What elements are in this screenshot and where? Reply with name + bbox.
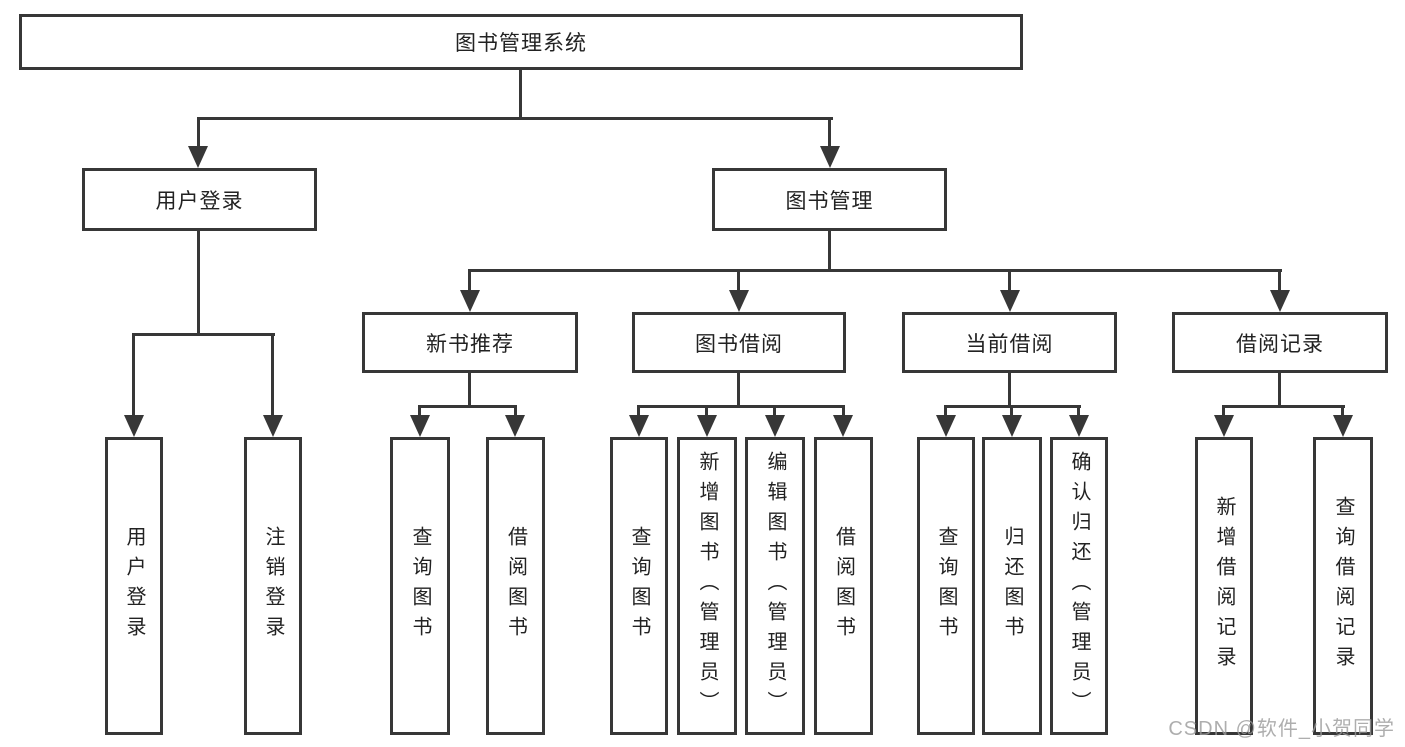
arrowhead-down-icon <box>697 415 717 437</box>
connector-line <box>514 405 517 417</box>
leaf-borrow-query-books: 查询图书 <box>610 437 668 735</box>
connector-line <box>1341 405 1344 417</box>
node-book-borrow: 图书借阅 <box>632 312 846 373</box>
leaf-current-query-books: 查询图书 <box>917 437 975 735</box>
node-new-book-recommend-label: 新书推荐 <box>426 332 514 356</box>
arrowhead-down-icon <box>820 146 840 168</box>
connector-line <box>197 117 200 147</box>
node-root: 图书管理系统 <box>19 14 1023 70</box>
arrowhead-down-icon <box>1002 415 1022 437</box>
arrowhead-down-icon <box>1000 290 1020 312</box>
node-book-management-label: 图书管理 <box>785 189 874 213</box>
arrowhead-down-icon <box>729 290 749 312</box>
leaf-borrow-borrow-books-label: 借阅图书 <box>832 526 855 646</box>
connector-line <box>637 405 845 408</box>
leaf-current-confirm-return-admin-label: 确认归还（管理员） <box>1068 451 1090 721</box>
arrowhead-down-icon <box>460 290 480 312</box>
connector-line <box>468 269 1282 272</box>
connector-line <box>1008 269 1011 292</box>
node-book-management: 图书管理 <box>712 168 947 231</box>
connector-line <box>1008 373 1011 407</box>
node-current-borrow: 当前借阅 <box>902 312 1117 373</box>
leaf-records-query-record: 查询借阅记录 <box>1313 437 1373 735</box>
leaf-borrow-edit-books-admin-label: 编辑图书（管理员） <box>764 451 786 721</box>
leaf-newrec-borrow-books: 借阅图书 <box>486 437 545 735</box>
leaf-logout: 注销登录 <box>244 437 302 735</box>
connector-line <box>132 333 275 336</box>
arrowhead-down-icon <box>833 415 853 437</box>
connector-line <box>418 405 421 417</box>
connector-line <box>1077 405 1080 417</box>
node-user-login-label: 用户登录 <box>155 189 244 213</box>
leaf-newrec-query-books-label: 查询图书 <box>409 526 431 646</box>
node-root-label: 图书管理系统 <box>455 32 587 55</box>
arrowhead-down-icon <box>410 415 430 437</box>
connector-line <box>1222 405 1225 417</box>
node-book-borrow-label: 图书借阅 <box>695 332 783 356</box>
connector-line <box>132 333 135 417</box>
node-new-book-recommend: 新书推荐 <box>362 312 578 373</box>
arrowhead-down-icon <box>263 415 283 437</box>
connector-line <box>468 373 471 407</box>
node-borrow-records: 借阅记录 <box>1172 312 1388 373</box>
connector-line <box>637 405 640 417</box>
connector-line <box>1010 405 1013 417</box>
leaf-borrow-query-books-label: 查询图书 <box>628 526 650 646</box>
leaf-current-return-books-label: 归还图书 <box>1001 526 1023 646</box>
leaf-current-confirm-return-admin: 确认归还（管理员） <box>1050 437 1108 735</box>
connector-line <box>1278 373 1281 407</box>
leaf-borrow-add-books-admin: 新增图书（管理员） <box>677 437 737 735</box>
arrowhead-down-icon <box>765 415 785 437</box>
connector-line <box>773 405 776 417</box>
leaf-borrow-edit-books-admin: 编辑图书（管理员） <box>745 437 805 735</box>
arrowhead-down-icon <box>1270 290 1290 312</box>
leaf-records-add-record: 新增借阅记录 <box>1195 437 1253 735</box>
leaf-newrec-query-books: 查询图书 <box>390 437 450 735</box>
connector-line <box>705 405 708 417</box>
arrowhead-down-icon <box>124 415 144 437</box>
arrowhead-down-icon <box>1069 415 1089 437</box>
node-user-login: 用户登录 <box>82 168 317 231</box>
arrowhead-down-icon <box>629 415 649 437</box>
connector-line <box>828 117 831 147</box>
connector-line <box>737 269 740 292</box>
arrowhead-down-icon <box>1214 415 1234 437</box>
connector-line <box>271 333 274 417</box>
connector-line <box>842 405 845 417</box>
connector-line <box>944 405 947 417</box>
leaf-borrow-add-books-admin-label: 新增图书（管理员） <box>696 451 718 721</box>
leaf-records-query-record-label: 查询借阅记录 <box>1332 496 1354 676</box>
arrowhead-down-icon <box>1333 415 1353 437</box>
leaf-current-query-books-label: 查询图书 <box>935 526 957 646</box>
node-current-borrow-label: 当前借阅 <box>965 332 1054 356</box>
leaf-borrow-borrow-books: 借阅图书 <box>814 437 873 735</box>
connector-line <box>828 231 831 272</box>
leaf-current-return-books: 归还图书 <box>982 437 1042 735</box>
connector-line <box>468 269 471 292</box>
arrowhead-down-icon <box>188 146 208 168</box>
connector-line <box>197 117 833 120</box>
csdn-watermark: CSDN @软件_小贺同学 <box>1168 718 1395 740</box>
node-borrow-records-label: 借阅记录 <box>1236 332 1324 356</box>
leaf-newrec-borrow-books-label: 借阅图书 <box>504 526 527 646</box>
connector-line <box>197 231 200 335</box>
leaf-logout-label: 注销登录 <box>262 526 284 646</box>
leaf-records-add-record-label: 新增借阅记录 <box>1213 496 1235 676</box>
connector-line <box>418 405 517 408</box>
connector-line <box>1222 405 1345 408</box>
arrowhead-down-icon <box>505 415 525 437</box>
connector-line <box>1278 269 1281 292</box>
arrowhead-down-icon <box>936 415 956 437</box>
connector-line <box>737 373 740 407</box>
leaf-user-login: 用户登录 <box>105 437 163 735</box>
leaf-user-login-label: 用户登录 <box>123 526 145 646</box>
connector-line <box>519 70 522 118</box>
